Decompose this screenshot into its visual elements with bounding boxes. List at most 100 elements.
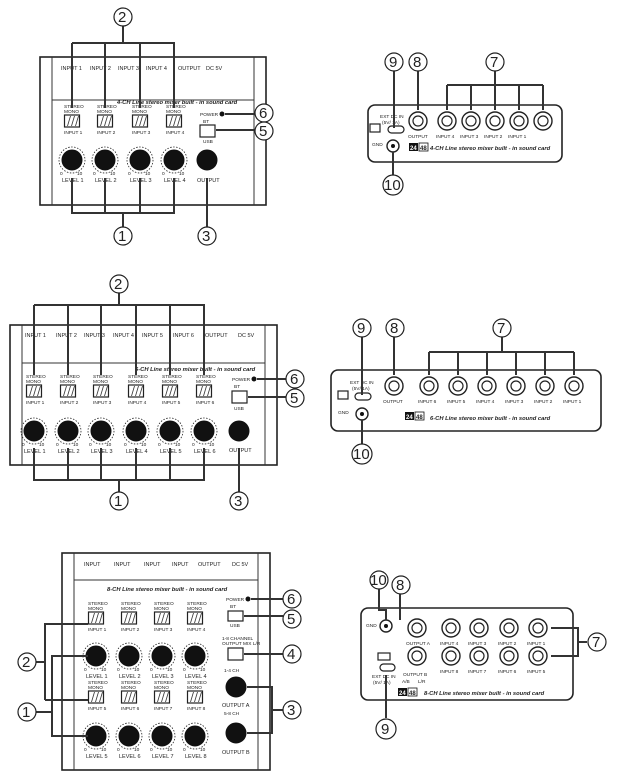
level-knob[interactable] (90, 420, 112, 442)
mono-label: MONO (162, 379, 177, 385)
scale-min: 0 (128, 171, 131, 177)
scale-min: 0 (56, 442, 59, 448)
callout-9: 9 (375, 718, 397, 740)
jack-socket (510, 380, 522, 392)
level-knob[interactable] (118, 725, 140, 747)
callout-2: 2 (17, 652, 37, 672)
jack-socket (465, 115, 477, 127)
level-knob[interactable] (151, 725, 173, 747)
dc-port[interactable] (387, 125, 405, 134)
scale-min: 0 (158, 442, 161, 448)
knob-scale (190, 417, 218, 445)
scale-min: 0 (192, 442, 195, 448)
sw-indicator (337, 390, 349, 400)
level-knob[interactable] (129, 149, 151, 171)
panel-title: 4-CH Line stereo mixer built - in sound … (116, 100, 238, 106)
mono-label: MONO (196, 379, 211, 385)
output-knob[interactable] (196, 149, 218, 171)
level-knob[interactable] (85, 725, 107, 747)
input-label: INPUT 2 (60, 400, 79, 406)
scale-min: 0 (93, 171, 96, 177)
output-knob[interactable] (228, 420, 250, 442)
input-label: INPUT 8 (187, 706, 206, 712)
output-a-knob[interactable] (225, 676, 247, 698)
top-label: INPUT (84, 562, 101, 568)
level-knob[interactable] (57, 420, 79, 442)
knob-scale (148, 642, 176, 670)
mono-label: MONO (154, 606, 169, 612)
input-label: INPUT 6 (121, 706, 140, 712)
svg-text:6: 6 (287, 591, 295, 608)
switch-hatch (157, 691, 161, 703)
callout-4: 4 (282, 644, 302, 664)
svg-text:3: 3 (287, 702, 295, 719)
output-b-knob[interactable] (225, 722, 247, 744)
switch-hatch (165, 385, 169, 397)
sw-indicator (377, 652, 391, 661)
level-knob[interactable] (94, 149, 116, 171)
level-knob[interactable] (125, 420, 147, 442)
scale-max: 10 (77, 171, 83, 177)
level-knob[interactable] (184, 725, 206, 747)
stereo-label: STEREO (154, 680, 174, 686)
scale-min: 0 (150, 667, 153, 673)
stereo-label: STEREO (26, 374, 46, 380)
top-label: DC 5V (232, 562, 249, 568)
power-led-icon (219, 111, 225, 117)
switch-hatch (190, 691, 194, 703)
level-label: LEVEL 4 (185, 674, 207, 680)
switch-hatch (135, 115, 139, 127)
callout-3: 3 (229, 491, 249, 511)
jack-socket (489, 115, 501, 127)
switch-hatch (139, 115, 143, 127)
svg-text:5: 5 (290, 390, 298, 407)
top-label: INPUT 2 (90, 66, 111, 72)
callout-3: 3 (197, 226, 217, 246)
dc-port[interactable] (379, 663, 396, 672)
switch-hatch (100, 115, 104, 127)
gnd-label: GND (366, 623, 377, 629)
level-knob[interactable] (23, 420, 45, 442)
level-knob[interactable] (85, 645, 107, 667)
level-knob[interactable] (159, 420, 181, 442)
svg-text:10: 10 (353, 446, 370, 463)
switch-hatch (104, 115, 108, 127)
bt-usb-switch[interactable] (227, 610, 244, 622)
switch-hatch (29, 385, 33, 397)
jack-socket (412, 115, 424, 127)
level-knob[interactable] (118, 645, 140, 667)
level-knob[interactable] (151, 645, 173, 667)
stereo-label: STEREO (60, 374, 80, 380)
switch-hatch (99, 612, 103, 624)
level-knob[interactable] (163, 149, 185, 171)
callout-6: 6 (282, 589, 302, 609)
level-knob[interactable] (193, 420, 215, 442)
level-knob[interactable] (61, 149, 83, 171)
jack-socket (445, 622, 457, 634)
input-label: INPUT 5 (88, 706, 107, 712)
top-label: INPUT 4 (113, 333, 134, 339)
scale-min: 0 (124, 442, 127, 448)
panel-title: 8-CH Line stereo mixer built - in sound … (424, 691, 545, 697)
switch-hatch (132, 612, 136, 624)
level-label: OUTPUT (197, 178, 220, 184)
svg-text:24: 24 (399, 691, 406, 697)
bt-usb-switch[interactable] (199, 124, 216, 138)
knob-scale (87, 417, 115, 445)
scale-min: 0 (117, 667, 120, 673)
callout-8: 8 (391, 575, 411, 595)
input-label: INPUT 5 (162, 400, 181, 406)
switch-hatch (135, 385, 139, 397)
scale-min: 0 (22, 442, 25, 448)
level-knob[interactable] (184, 645, 206, 667)
scale-max: 10 (106, 442, 112, 448)
input-label: INPUT 2 (97, 130, 116, 136)
switch-hatch (173, 385, 177, 397)
bt-usb-switch[interactable] (231, 390, 248, 404)
mono-label: MONO (187, 685, 202, 691)
mix-switch[interactable] (227, 647, 244, 661)
scale-max: 10 (175, 442, 181, 448)
scale-max: 10 (209, 442, 215, 448)
input-label: INPUT 1 (64, 130, 83, 136)
